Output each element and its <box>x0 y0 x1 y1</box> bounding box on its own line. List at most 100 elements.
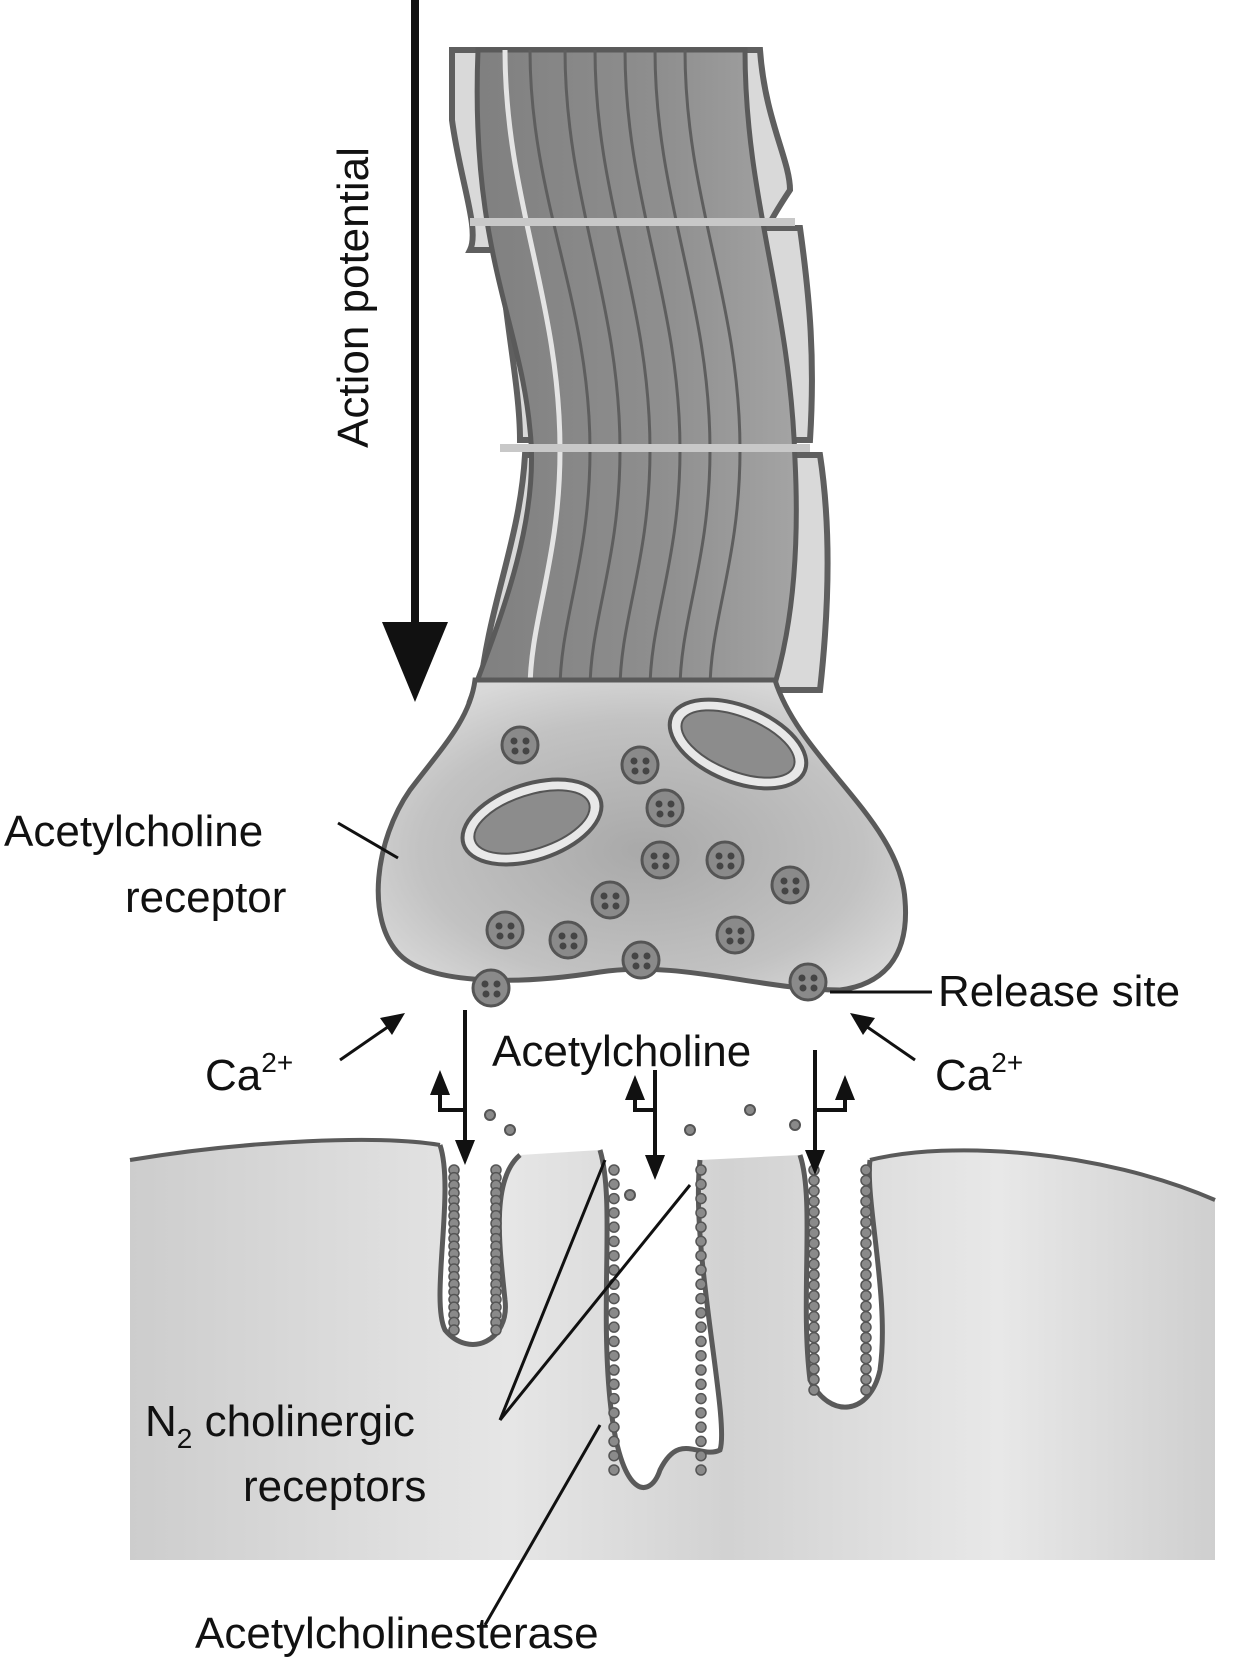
receptor-dot <box>808 1289 820 1302</box>
receptor-dot <box>860 1237 872 1250</box>
receptor-dot <box>860 1269 872 1281</box>
receptor-dot <box>860 1248 872 1260</box>
release-site-label: Release site <box>938 967 1181 1016</box>
receptor-dot <box>695 1449 707 1462</box>
receptor-dot <box>695 1164 707 1176</box>
ca-right-label: Ca2+ <box>935 1047 1024 1100</box>
receptor-dot <box>695 1392 707 1405</box>
receptor-dot <box>860 1352 872 1365</box>
ach-receptor-leader <box>337 821 399 860</box>
acetylcholinesterase-leader <box>483 1424 602 1626</box>
receptor-dot <box>608 1335 620 1348</box>
receptor-dot <box>860 1321 872 1333</box>
receptor-dot <box>860 1342 872 1354</box>
receptor-dot <box>608 1435 620 1448</box>
receptor-dot <box>860 1174 872 1187</box>
leader-lines <box>337 821 932 1626</box>
receptor-dot <box>808 1216 820 1229</box>
receptor-dot <box>608 1392 620 1405</box>
synaptic-vesicle <box>548 920 588 960</box>
receptor-dot <box>608 1378 620 1391</box>
n2-cholinergic-receptors-label-line1: N2 cholinergic <box>145 1397 415 1454</box>
release-arrows <box>430 1010 855 1180</box>
synaptic-vesicle <box>621 940 661 980</box>
ca-left-arrow <box>339 1020 396 1062</box>
receptor-dot <box>860 1206 872 1218</box>
receptor-dot <box>808 1237 820 1250</box>
receptor-dot <box>608 1178 620 1191</box>
receptor-dot <box>860 1373 872 1386</box>
receptor-dot <box>860 1164 872 1176</box>
receptor-dot <box>608 1264 620 1276</box>
receptor-dot <box>808 1279 820 1291</box>
receptor-dot <box>695 1178 707 1191</box>
receptor-dot <box>695 1435 707 1448</box>
receptor-dot <box>608 1207 620 1219</box>
receptor-dot <box>695 1321 707 1333</box>
receptor-dot <box>860 1227 872 1239</box>
axon <box>466 47 810 703</box>
mitochondrion <box>667 697 809 791</box>
receptor-dot <box>808 1195 820 1208</box>
receptor-dot <box>608 1364 620 1376</box>
receptor-dot <box>695 1221 707 1233</box>
reuptake-arrow <box>438 1090 465 1112</box>
receptor-dot <box>490 1324 502 1336</box>
receptor-dot <box>608 1464 620 1476</box>
receptor-dot <box>808 1248 820 1260</box>
presynaptic-terminal <box>375 677 909 1008</box>
receptor-dot <box>608 1235 620 1248</box>
receptor-dot <box>808 1174 820 1187</box>
receptor-dot <box>695 1264 707 1276</box>
synaptic-vesicle <box>788 962 828 1002</box>
receptor-dot <box>695 1407 707 1419</box>
receptor-dot <box>695 1378 707 1391</box>
receptor-dot <box>695 1421 707 1433</box>
synaptic-vesicle <box>705 840 745 880</box>
receptor-dot <box>695 1278 707 1291</box>
receptor-dot <box>608 1307 620 1319</box>
receptor-dot <box>860 1258 872 1271</box>
synaptic-vesicle <box>500 725 540 765</box>
receptor-dot <box>608 1421 620 1433</box>
synaptic-vesicle <box>590 880 630 920</box>
receptor-dot <box>860 1289 872 1302</box>
synaptic-vesicle <box>485 910 525 950</box>
receptor-dot <box>608 1164 620 1176</box>
receptor-dot <box>608 1221 620 1233</box>
action-potential-arrow <box>382 0 448 702</box>
receptor-dot <box>695 1335 707 1348</box>
receptor-dot <box>808 1352 820 1365</box>
n2-receptor-leader-2 <box>498 1184 692 1421</box>
synaptic-vesicle <box>640 840 680 880</box>
receptor-dot <box>860 1279 872 1291</box>
n2-receptor-leader-1 <box>498 1159 607 1421</box>
receptor-dot <box>860 1185 872 1197</box>
receptor-dot <box>860 1363 872 1375</box>
synaptic-vesicle <box>645 788 685 828</box>
receptor-dot <box>695 1307 707 1319</box>
muscle-fiber <box>129 1138 1216 1560</box>
action-potential-label: Action potential <box>329 147 378 448</box>
receptor-dot <box>695 1364 707 1376</box>
receptor-dot <box>808 1206 820 1218</box>
receptor-dot <box>808 1310 820 1323</box>
receptor-dot <box>608 1292 620 1305</box>
acetylcholine-molecules <box>484 1104 801 1201</box>
receptor-dot <box>608 1407 620 1419</box>
receptor-dot <box>860 1384 872 1396</box>
receptor-dot <box>860 1216 872 1229</box>
receptor-dot <box>695 1292 707 1305</box>
synaptic-vesicle <box>471 968 511 1008</box>
receptor-dot <box>448 1324 460 1336</box>
receptor-dot <box>808 1321 820 1333</box>
receptor-dot <box>808 1300 820 1312</box>
receptor-dot <box>808 1384 820 1396</box>
receptor-dot <box>608 1249 620 1262</box>
receptor-dot <box>695 1464 707 1476</box>
receptor-dot <box>695 1192 707 1205</box>
ca-right-arrow <box>859 1020 916 1062</box>
receptor-dot <box>808 1331 820 1344</box>
